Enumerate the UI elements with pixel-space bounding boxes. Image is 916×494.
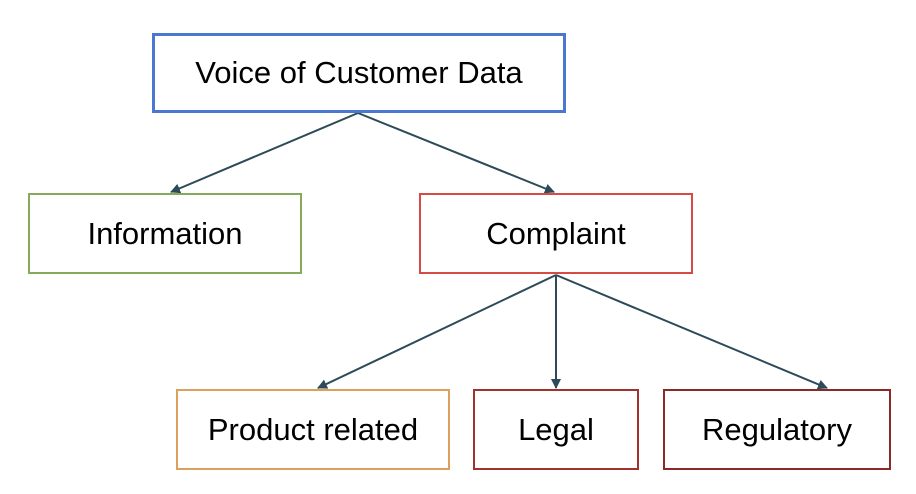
node-regulatory: Regulatory (663, 389, 891, 470)
edge-complaint-to-regulatory (555, 274, 828, 390)
node-label: Information (87, 215, 243, 251)
node-label: Regulatory (702, 411, 852, 447)
node-legal: Legal (473, 389, 639, 470)
node-label: Voice of Customer Data (195, 55, 523, 90)
node-product-related: Product related (176, 389, 450, 470)
edge-root-to-complaint (357, 112, 555, 194)
node-complaint: Complaint (419, 193, 693, 274)
node-voice-of-customer-data: Voice of Customer Data (152, 33, 566, 113)
node-information: Information (28, 193, 302, 274)
edge-root-to-information (170, 112, 359, 194)
node-label: Complaint (486, 215, 626, 251)
node-label: Product related (207, 411, 419, 447)
node-label: Legal (518, 411, 594, 447)
edge-complaint-to-product-related (317, 274, 557, 389)
